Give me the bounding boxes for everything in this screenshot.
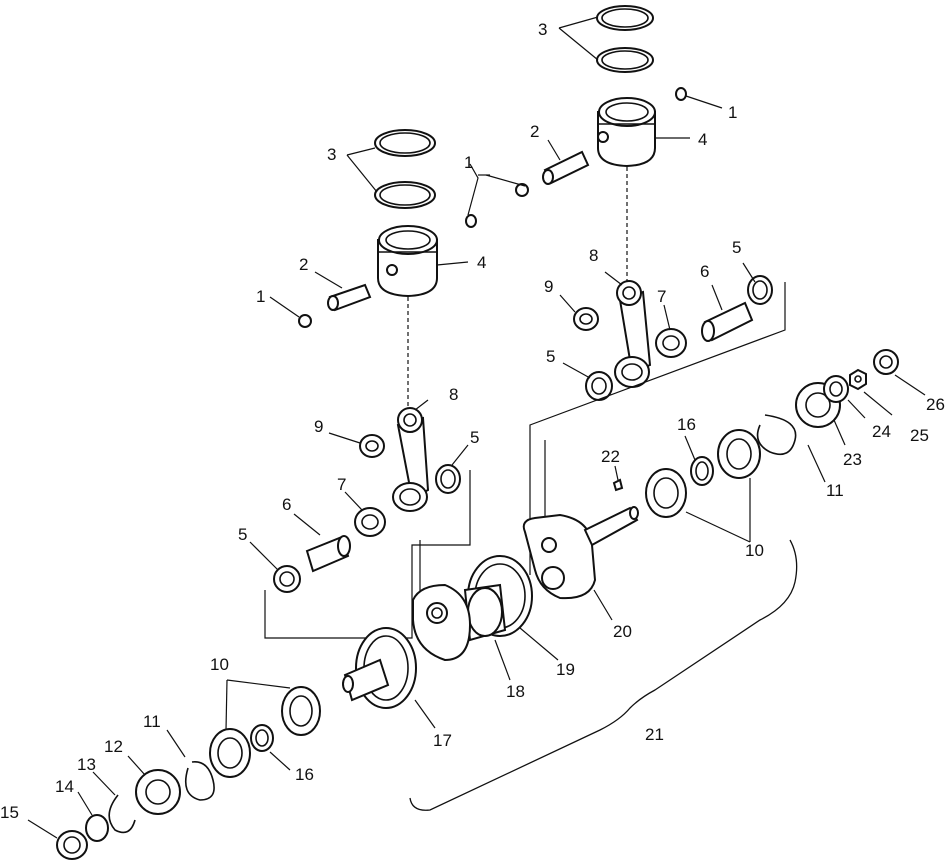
callout-1: 1 bbox=[728, 103, 737, 122]
callout-12: 12 bbox=[104, 737, 123, 756]
callout-7: 7 bbox=[337, 475, 346, 494]
connecting-rod-right bbox=[614, 280, 652, 388]
crankshaft-right-half bbox=[522, 506, 639, 600]
callout-24: 24 bbox=[872, 422, 891, 441]
callout-3: 3 bbox=[327, 145, 336, 164]
piston-pin-left bbox=[327, 283, 372, 312]
callout-9: 9 bbox=[544, 277, 553, 296]
needle-bearing-large-right bbox=[655, 328, 687, 358]
nut-right bbox=[849, 368, 867, 391]
main-bearing-left-b bbox=[209, 728, 251, 778]
callout-11: 11 bbox=[143, 712, 161, 731]
oil-seal-left bbox=[135, 769, 181, 815]
spacer-ring-left bbox=[250, 724, 274, 752]
thrust-washer-right-a bbox=[747, 275, 773, 305]
callout-9: 9 bbox=[314, 417, 323, 436]
callout-7: 7 bbox=[657, 287, 666, 306]
callout-20: 20 bbox=[613, 622, 632, 641]
main-bearing-right-b bbox=[717, 429, 761, 479]
connecting-rod-left bbox=[392, 407, 430, 512]
o-ring-left bbox=[85, 814, 109, 842]
callout-1: 1 bbox=[256, 287, 265, 306]
callout-18: 18 bbox=[506, 682, 525, 701]
thrust-washer-left-a bbox=[435, 464, 461, 494]
crank-pin-right bbox=[701, 301, 754, 342]
callout-16: 16 bbox=[677, 415, 696, 434]
circlip-right-b bbox=[515, 183, 529, 197]
callout-5: 5 bbox=[546, 347, 555, 366]
end-cap-right bbox=[873, 349, 899, 375]
callout-23: 23 bbox=[843, 450, 862, 469]
assembly-brace bbox=[409, 539, 798, 811]
snap-ring-right bbox=[756, 414, 797, 456]
callout-10: 10 bbox=[210, 655, 229, 674]
callout-labels: 3 1 2 4 3 1 5 2 4 8 6 9 1 7 5 26 8 9 5 2… bbox=[0, 20, 945, 822]
piston-pin-right bbox=[542, 150, 590, 185]
crankshaft-center-web bbox=[412, 583, 472, 662]
callout-16: 16 bbox=[295, 765, 314, 784]
piston-rings-left bbox=[374, 129, 436, 209]
thrust-washer-right-b bbox=[585, 371, 613, 401]
snap-ring-left bbox=[184, 761, 215, 801]
callout-5: 5 bbox=[732, 238, 741, 257]
circlip-left-b bbox=[298, 314, 312, 328]
callout-8: 8 bbox=[589, 246, 598, 265]
callout-22: 22 bbox=[601, 447, 620, 466]
callout-2: 2 bbox=[530, 122, 539, 141]
callout-17: 17 bbox=[433, 731, 452, 750]
callout-8: 8 bbox=[449, 385, 458, 404]
thrust-washer-left-b bbox=[273, 565, 301, 593]
circlip-right-a bbox=[675, 87, 687, 101]
callout-26: 26 bbox=[926, 395, 945, 414]
callout-4: 4 bbox=[698, 130, 707, 149]
crankshaft-left-half bbox=[342, 627, 417, 709]
leader-lines bbox=[27, 16, 926, 839]
end-cap-left bbox=[56, 830, 88, 860]
callout-11: 11 bbox=[826, 481, 844, 500]
callout-5: 5 bbox=[470, 428, 479, 447]
main-bearing-right-a bbox=[645, 468, 687, 518]
needle-bearing-small-left bbox=[359, 434, 385, 458]
callout-19: 19 bbox=[556, 660, 575, 679]
callout-13: 13 bbox=[77, 755, 96, 774]
main-bearing-left-a bbox=[281, 686, 321, 736]
callout-2: 2 bbox=[299, 255, 308, 274]
callout-21: 21 bbox=[645, 725, 664, 744]
crank-pin-left bbox=[305, 535, 351, 573]
callout-25: 25 bbox=[910, 426, 929, 445]
callout-4: 4 bbox=[477, 253, 486, 272]
callout-5: 5 bbox=[238, 525, 247, 544]
woodruff-key-right bbox=[612, 478, 624, 492]
crankshaft-center-flywheel bbox=[463, 555, 533, 642]
piston-right bbox=[597, 97, 656, 168]
callout-6: 6 bbox=[282, 495, 291, 514]
callout-3: 3 bbox=[538, 20, 547, 39]
callout-6: 6 bbox=[700, 262, 709, 281]
spacer-ring-right bbox=[690, 456, 714, 486]
needle-bearing-small-right bbox=[573, 307, 599, 331]
callout-1: 1 bbox=[464, 153, 473, 172]
callout-15: 15 bbox=[0, 803, 19, 822]
circlip-left-a bbox=[465, 214, 477, 228]
retaining-clip-left bbox=[108, 794, 136, 834]
callout-10: 10 bbox=[745, 541, 764, 560]
piston-left bbox=[377, 225, 438, 298]
washer-right bbox=[823, 375, 849, 403]
callout-14: 14 bbox=[55, 777, 74, 796]
needle-bearing-large-left bbox=[354, 507, 386, 537]
piston-rings-right bbox=[596, 5, 654, 73]
